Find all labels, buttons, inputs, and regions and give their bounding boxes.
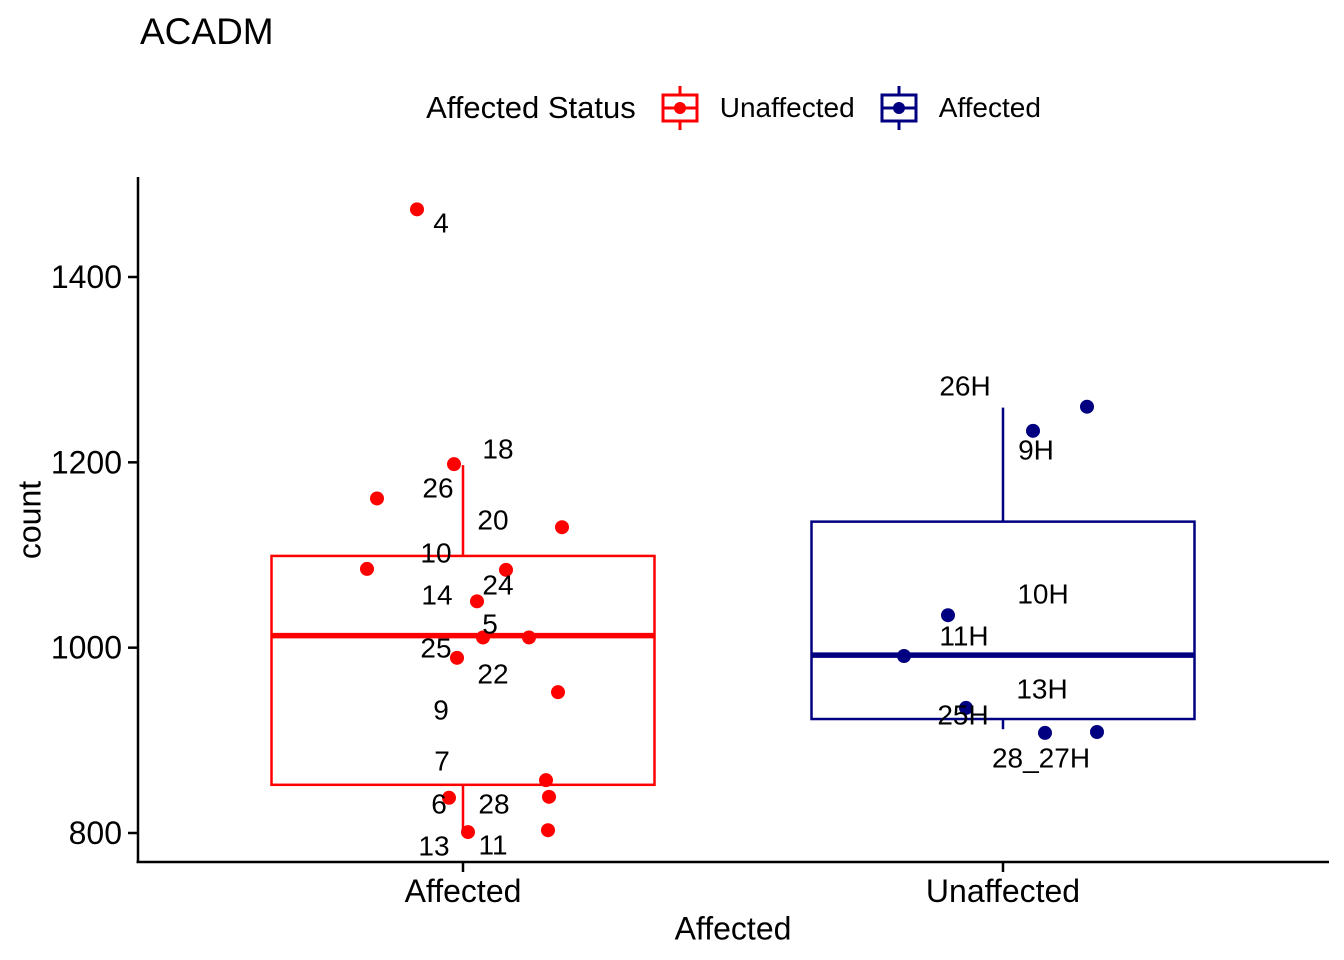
point-label: 14 <box>421 580 452 611</box>
point-label: 18 <box>482 434 513 465</box>
y-tick-label: 1200 <box>51 444 122 480</box>
chart-title: ACADM <box>140 11 274 52</box>
y-tick-label: 1000 <box>51 630 122 666</box>
legend-label: Unaffected <box>719 92 855 123</box>
data-point <box>1090 724 1104 739</box>
point-label: 26H <box>939 371 990 402</box>
point-label: 28 <box>478 789 509 820</box>
data-point <box>1026 423 1040 438</box>
data-point <box>470 594 484 609</box>
point-label: 25H <box>937 700 988 731</box>
data-point <box>461 825 475 840</box>
box <box>810 520 1196 721</box>
y-tick-label: 1400 <box>51 259 122 295</box>
point-label: 28_27H <box>992 743 1090 774</box>
box <box>270 554 656 787</box>
legend-title: Affected Status <box>426 90 636 125</box>
legend-label: Affected <box>938 92 1041 123</box>
point-label: 20 <box>477 505 508 536</box>
point-label: 25 <box>420 633 451 664</box>
point-label: 10 <box>420 538 451 569</box>
data-point <box>897 649 911 664</box>
data-point <box>539 773 553 788</box>
point-label: 24 <box>482 570 513 601</box>
point-label: 9 <box>433 695 449 726</box>
point-label: 11H <box>939 621 988 652</box>
y-axis-title: count <box>11 480 48 560</box>
data-point <box>410 202 424 217</box>
data-point <box>541 823 555 838</box>
data-point <box>499 562 513 577</box>
data-point <box>542 789 556 804</box>
point-label: 13H <box>1016 674 1067 705</box>
data-point <box>551 685 565 700</box>
legend: Affected Status Unaffected Affected <box>138 84 1329 132</box>
data-point <box>941 608 955 623</box>
data-point <box>450 650 464 665</box>
data-point <box>442 790 456 805</box>
x-tick-label: Affected <box>405 873 522 909</box>
point-label: 26 <box>422 473 453 504</box>
data-point <box>522 630 536 645</box>
boxplot-key-icon <box>880 86 918 130</box>
data-point <box>959 700 973 715</box>
data-point <box>370 491 384 506</box>
data-point <box>1038 725 1052 740</box>
x-tick-label: Unaffected <box>926 873 1080 909</box>
point-label: 9H <box>1018 435 1054 466</box>
data-point <box>1080 399 1094 414</box>
point-label: 5 <box>482 609 498 640</box>
point-label: 4 <box>433 208 449 239</box>
point-label: 22 <box>477 659 508 690</box>
legend-item-affected: Affected <box>879 85 1041 131</box>
data-point <box>555 520 569 535</box>
data-point <box>476 630 490 645</box>
y-tick-label: 800 <box>69 815 122 851</box>
point-label: 6 <box>431 789 447 820</box>
x-axis-title: Affected <box>674 910 792 947</box>
legend-item-unaffected: Unaffected <box>660 85 855 131</box>
data-point <box>447 457 461 472</box>
data-point <box>360 561 374 576</box>
point-label: 11 <box>478 830 507 861</box>
point-label: 10H <box>1017 579 1068 610</box>
point-label: 13 <box>418 831 449 862</box>
point-label: 7 <box>434 746 450 777</box>
boxplot-key-icon <box>661 86 699 130</box>
